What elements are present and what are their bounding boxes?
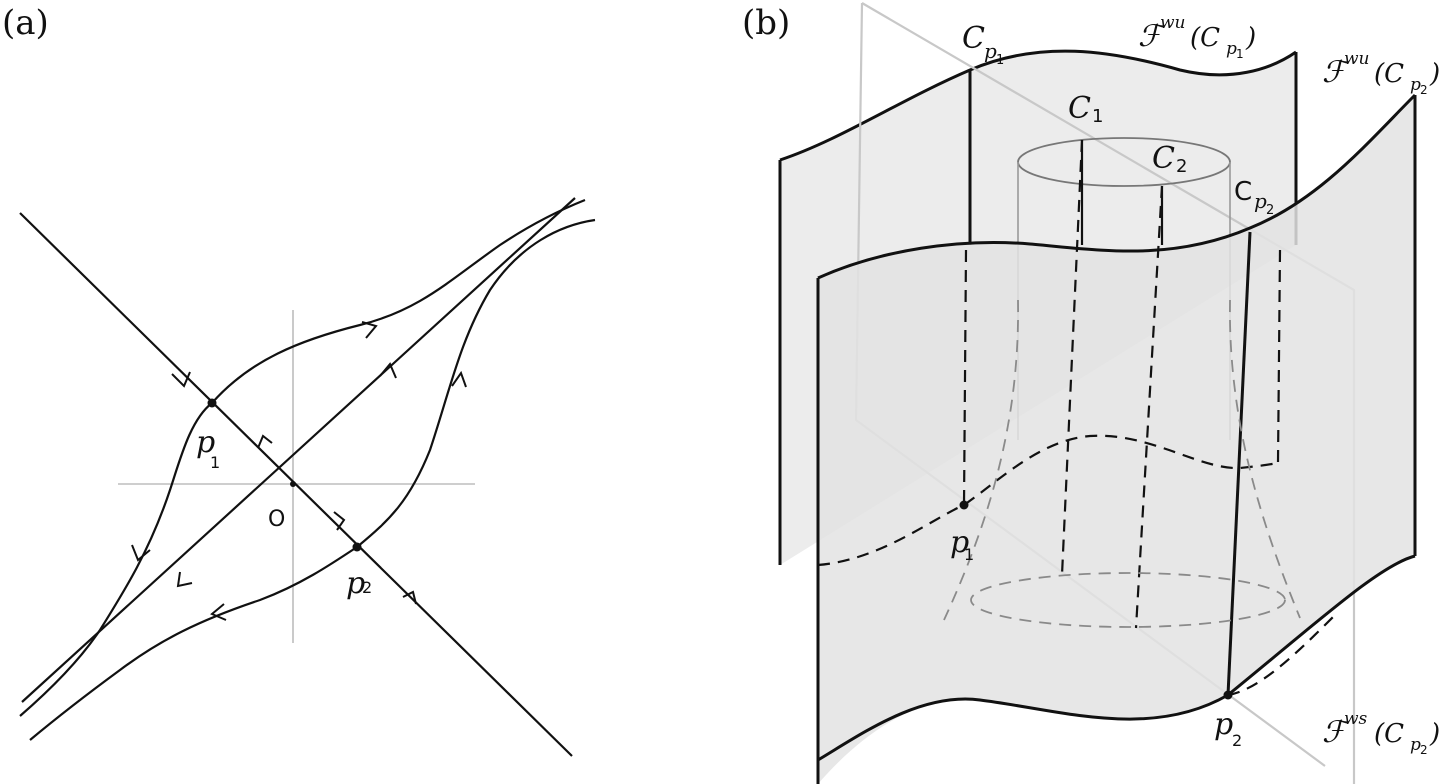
label-p2-sub: 2 [362, 578, 372, 597]
fiber-p1-dashed [962, 249, 968, 506]
label-fwu-cp2-sup: wu [1344, 49, 1370, 69]
point-p2 [1223, 690, 1233, 700]
label-b-p1-sub: 1 [964, 545, 974, 564]
arrow-icon [131, 544, 151, 562]
label-c-p2-sub: p [1254, 189, 1267, 213]
label-fwu-cp2-close: ) [1429, 59, 1440, 89]
label-c2-sub: 2 [1176, 156, 1187, 177]
label-c-p2-subsub: 2 [1266, 203, 1274, 218]
fiber-right-dashed [1276, 249, 1282, 463]
label-p1-sub: 1 [210, 453, 220, 472]
sheet-fwu-cp2-bottom-right [1227, 554, 1416, 697]
panel-b-label: (b) [742, 3, 790, 43]
sheet-fwu-cp2 [818, 95, 1415, 784]
sheet-fwu-cp1-top-edge [779, 49, 1297, 162]
label-c1-sub: 1 [1092, 106, 1103, 127]
panel-a: (a) p 1 p 2 O [2, 3, 596, 757]
point-p1 [959, 500, 969, 510]
label-fws-cp2-sup: ws [1344, 709, 1368, 729]
label-c-p2: C [1234, 177, 1252, 207]
unstable-manifold-line [21, 197, 576, 703]
arrow-icon [333, 511, 346, 531]
point-origin [290, 481, 296, 487]
base-ellipse [970, 572, 1286, 628]
label-fwu-cp1-close: ) [1245, 23, 1256, 53]
label-fwu-cp1-subsub: 1 [1236, 47, 1244, 61]
orbit-p1-upper [211, 198, 586, 404]
orbit-p2-upper [356, 218, 596, 548]
label-fwu-cp2-subsub: 2 [1420, 83, 1428, 97]
label-fws-cp2-close: ) [1429, 719, 1440, 749]
orbit-p2-lower [29, 546, 358, 741]
sheet-fwu-cp2-fiber [1226, 231, 1252, 696]
arrow-icon [402, 590, 417, 605]
stable-manifold-line [19, 212, 573, 757]
label-p1: p [196, 425, 215, 460]
label-p2: p [346, 566, 365, 601]
cone-right [1229, 299, 1301, 619]
arrow-icon [257, 434, 273, 449]
label-c-p1-sub: p [984, 39, 997, 63]
label-fwu-cp2-open: (C [1374, 59, 1404, 89]
label-c1: C [1068, 91, 1091, 126]
label-c-p1: C [962, 21, 985, 56]
arrow-icon [210, 603, 227, 621]
label-fwu-cp1-sub: p [1226, 39, 1237, 59]
panel-b: (b) [742, 2, 1440, 784]
sheet-fwu-cp2-bottom-left [817, 693, 1229, 762]
fiber-c2-dashed [1134, 185, 1164, 629]
cone-left [943, 299, 1019, 621]
label-fws-cp2-subsub: 2 [1420, 743, 1428, 757]
label-origin: O [268, 507, 285, 532]
orbit-dashed [817, 434, 1281, 567]
label-fws-cp2-open: (C [1374, 719, 1404, 749]
orbit-p1-lower [19, 402, 213, 717]
label-fws-cp2-sub: p [1410, 735, 1421, 755]
label-fwu-cp1-sup: wu [1160, 13, 1186, 33]
arrow-icon [379, 362, 397, 379]
point-p2 [352, 542, 362, 552]
arrow-icon [171, 371, 191, 388]
fiber-c1-dashed [1060, 139, 1084, 576]
label-c-p1-subsub: 1 [996, 53, 1004, 68]
label-b-p2-sub: 2 [1232, 731, 1242, 750]
sheet-fwu-cp2-top-edge [817, 93, 1417, 280]
arrow-icon [176, 571, 193, 588]
label-b-p2: p [1214, 707, 1233, 742]
point-p1 [207, 398, 217, 408]
orbit-dashed-p2 [1227, 614, 1336, 697]
panel-a-label: (a) [2, 3, 49, 43]
label-fwu-cp2-sub: p [1410, 75, 1421, 95]
label-fwu-cp1-open: (C [1190, 23, 1220, 53]
label-c2: C [1152, 141, 1175, 176]
arrow-icon [361, 321, 378, 339]
arrow-icon [451, 370, 467, 388]
label-b-p1: p [950, 525, 969, 560]
